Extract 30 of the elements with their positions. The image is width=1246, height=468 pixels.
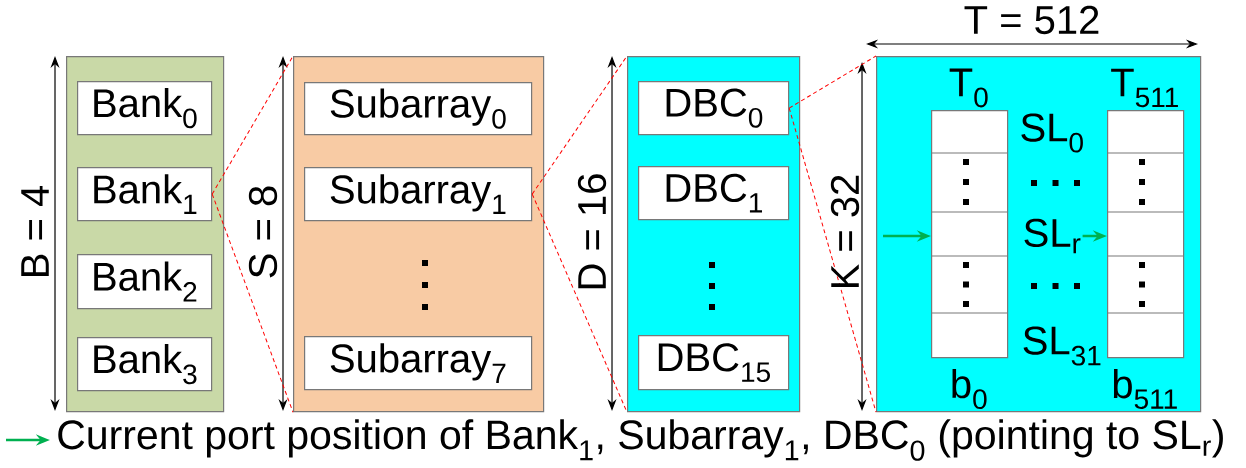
subarray-box: Subarray$_{7}$ (304, 336, 533, 391)
row-label: SL$_{0}$ (1021, 113, 1083, 153)
node-label: b$_{0}$ (952, 368, 987, 410)
dimension-label: D = 16 (577, 174, 607, 289)
subarray-box: Subarray$_{1}$ (304, 167, 533, 222)
zoom-line (211, 193, 294, 413)
track-column: T$_{0}$ b$_{0}$ (930, 68, 1009, 410)
bank-box: Bank$_{1}$ (77, 167, 213, 222)
dimension-label: K = 32 (830, 175, 860, 288)
dimension-label: T = 512 (964, 5, 1099, 35)
dbc-box: DBC$_{1}$ (638, 166, 790, 221)
node-label: b$_{511}$ (1113, 369, 1177, 409)
track-column: T$_{511}$ b$_{511}$ (1106, 68, 1185, 409)
bank-box: Bank$_{3}$ (77, 337, 213, 392)
row-label: SL$_{r}$ (1024, 218, 1081, 254)
node-label: T$_{511}$ (1111, 68, 1178, 108)
bank-box: Bank$_{0}$ (77, 81, 213, 136)
dimension-label: B = 4 (21, 185, 49, 276)
node-label: T$_{0}$ (949, 68, 988, 108)
dbc-box: DBC$_{15}$ (638, 335, 790, 391)
bank-box: Bank$_{2}$ (77, 254, 213, 310)
zoom-line (211, 55, 294, 195)
zoom-line (788, 107, 877, 413)
dbc-box: DBC$_{0}$ (638, 81, 790, 136)
zoom-line (531, 55, 628, 195)
zoom-line (788, 55, 877, 109)
dimension-label: S = 8 (248, 186, 278, 278)
legend-text: Current port position of Bank$_{1}$, Subarray$_{1}$, DBC$_{0}$ (pointing to SL$_{r}$) (58, 419, 1223, 461)
subarray-box: Subarray$_{0}$ (304, 82, 533, 136)
row-label: SL$_{31}$ (1023, 326, 1101, 366)
